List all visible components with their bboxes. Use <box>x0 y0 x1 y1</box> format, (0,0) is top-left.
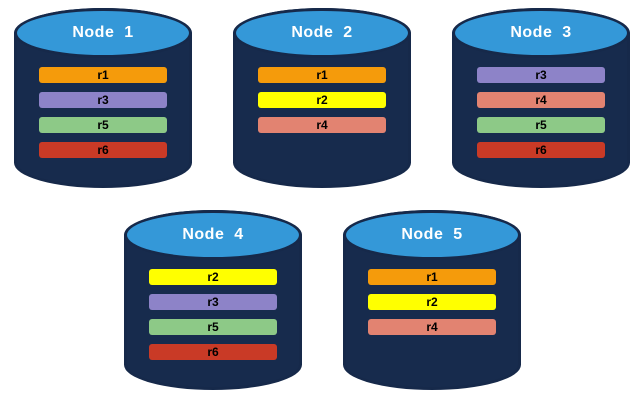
node-4-cylinder-top <box>124 210 302 261</box>
node-1-record-list: r1 r3 r5 r6 <box>14 8 192 188</box>
node-3-record-r5[interactable]: r5 <box>476 116 606 133</box>
node-1-record-r1[interactable]: r1 <box>38 66 168 83</box>
node-5-record-list: r1 r2 r4 <box>343 210 521 390</box>
node-2-record-r2[interactable]: r2 <box>257 91 387 108</box>
node-2-record-r4[interactable]: r4 <box>257 116 387 133</box>
node-4-record-list: r2 r3 r5 r6 <box>124 210 302 390</box>
node-1-record-r6[interactable]: r6 <box>38 141 168 158</box>
node-5-record-r4[interactable]: r4 <box>367 318 497 335</box>
node-1-record-r5[interactable]: r5 <box>38 116 168 133</box>
node-3-record-r3[interactable]: r3 <box>476 66 606 83</box>
node-5-record-r1[interactable]: r1 <box>367 268 497 285</box>
node-1-record-r3[interactable]: r3 <box>38 91 168 108</box>
node-4-record-r3[interactable]: r3 <box>148 293 278 310</box>
node-3-cylinder-top <box>452 8 630 59</box>
node-5-record-r2[interactable]: r2 <box>367 293 497 310</box>
node-3-record-list: r3 r4 r5 r6 <box>452 8 630 188</box>
node-4-record-r5[interactable]: r5 <box>148 318 278 335</box>
node-2-record-list: r1 r2 r4 <box>233 8 411 188</box>
node-2-record-r1[interactable]: r1 <box>257 66 387 83</box>
node-3-record-r6[interactable]: r6 <box>476 141 606 158</box>
node-2-cylinder-top <box>233 8 411 59</box>
node-3-record-r4[interactable]: r4 <box>476 91 606 108</box>
node-1-cylinder-top <box>14 8 192 59</box>
node-5-cylinder-top <box>343 210 521 261</box>
node-4-record-r6[interactable]: r6 <box>148 343 278 360</box>
node-4-record-r2[interactable]: r2 <box>148 268 278 285</box>
